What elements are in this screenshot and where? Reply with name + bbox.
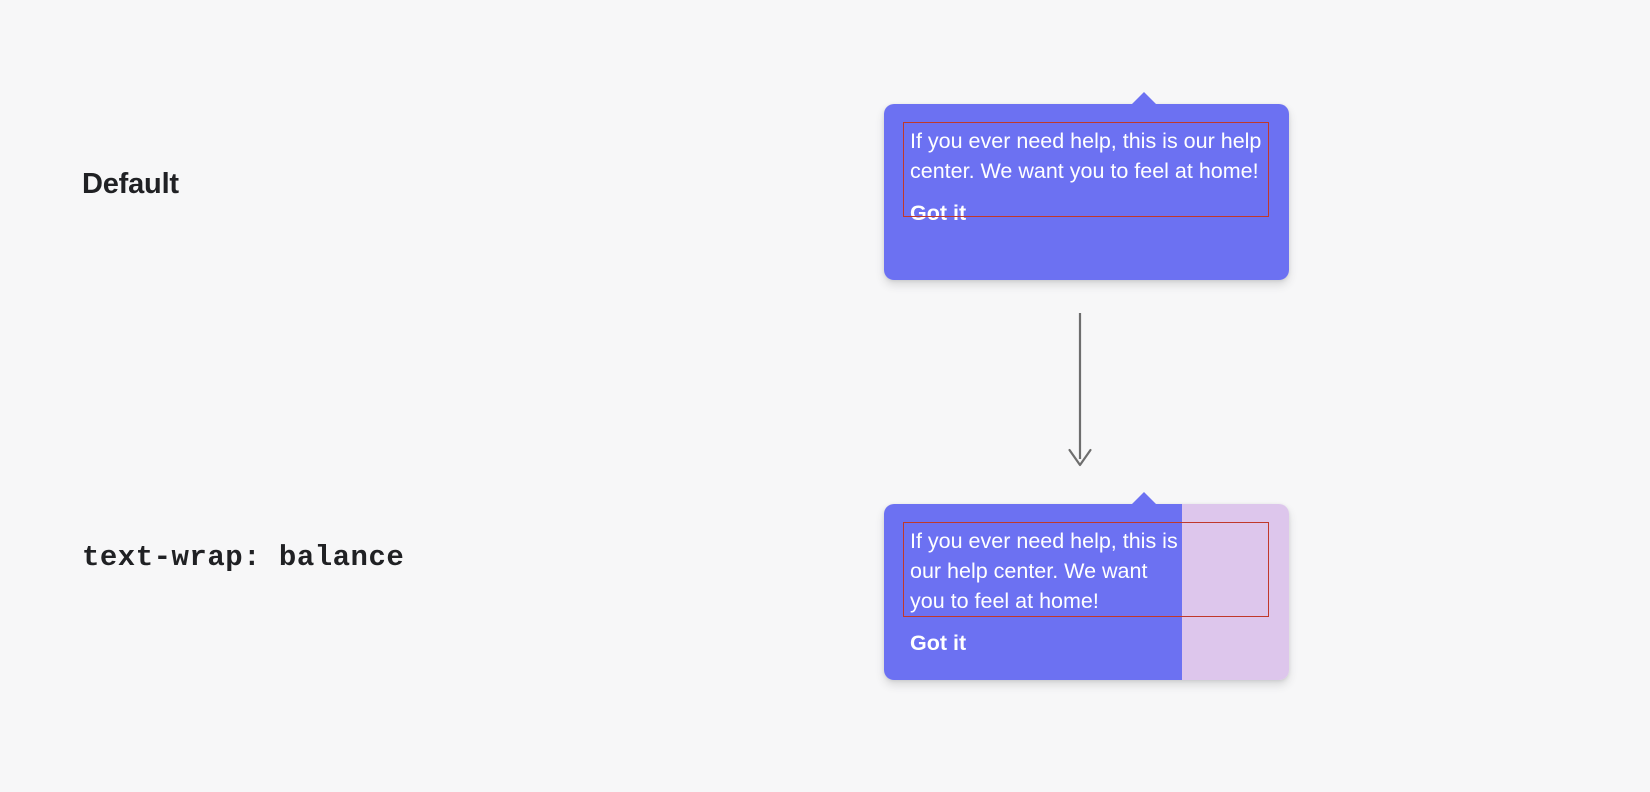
tooltip-surface-default: [884, 104, 1289, 280]
got-it-button[interactable]: Got it: [910, 201, 967, 225]
arrow-down-icon: [1068, 313, 1092, 467]
got-it-button[interactable]: Got it: [910, 631, 967, 655]
tooltip-fill: [884, 504, 1182, 680]
caret-up-icon: [1131, 92, 1157, 105]
tooltip-card-balance: If you ever need help, this is our help …: [884, 492, 1289, 680]
row-label-balance: text-wrap: balance: [82, 541, 405, 574]
tooltip-unused-space: [1182, 504, 1289, 680]
caret-up-icon: [1131, 492, 1157, 505]
tooltip-content-default: If you ever need help, this is our help …: [884, 104, 1289, 250]
tooltip-content-balance: If you ever need help, this is our help …: [884, 504, 1289, 680]
tooltip-surface-balance: [884, 504, 1289, 680]
tooltip-fill: [884, 104, 1289, 280]
tooltip-card-default: If you ever need help, this is our help …: [884, 92, 1289, 280]
row-label-default: Default: [82, 168, 179, 200]
tooltip-body-default: If you ever need help, this is our help …: [910, 129, 1262, 183]
tooltip-body-balance: If you ever need help, this is our help …: [910, 529, 1178, 613]
